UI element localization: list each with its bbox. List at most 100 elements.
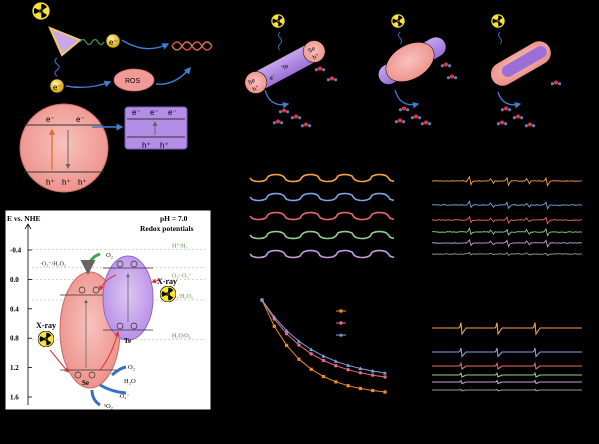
- molecule: [420, 120, 432, 126]
- decay-point: [321, 374, 326, 379]
- decay-point: [309, 352, 313, 356]
- pulse-trace: [432, 388, 582, 392]
- rod-hole-left-label: h⁺: [252, 84, 261, 93]
- arrow-to-ros: [65, 80, 112, 89]
- se-cap-right: [302, 40, 326, 63]
- rod-electron-label: e⁻: [269, 74, 278, 82]
- wave-2: [398, 31, 402, 45]
- decay-point: [260, 298, 264, 302]
- box-h1: h⁺: [142, 141, 151, 150]
- decay-point: [297, 357, 301, 361]
- molecule: [410, 114, 422, 120]
- decay-point: [346, 363, 351, 367]
- h2o-oxidation-arrow: [99, 383, 127, 395]
- wave-3: [498, 31, 502, 45]
- potential-label: H₂O/O₂: [172, 334, 191, 340]
- electron-label-top: e⁻: [109, 38, 118, 47]
- rod-te-label: Te: [281, 63, 290, 72]
- vb-hole-1: h⁺: [46, 178, 55, 187]
- se-cap-left: [244, 71, 268, 94]
- decay-point: [309, 347, 314, 352]
- se-electron-1: [78, 286, 86, 294]
- box-e1: e⁻: [132, 108, 141, 117]
- oh-label: ·O₂⁻: [118, 394, 130, 400]
- decay-point: [334, 363, 338, 368]
- radiation-icon: [160, 286, 176, 302]
- molecule: [500, 106, 512, 112]
- potential-label: ·O₂⁻/H₂O₂: [40, 262, 66, 268]
- rod3-arrow: [497, 91, 522, 109]
- te-hole-1: [116, 322, 124, 330]
- pulse-trace: [432, 322, 582, 336]
- rod-hole-right-label: h⁺: [312, 52, 321, 61]
- radiation-icon: [38, 331, 54, 347]
- band-diagram-panel: E vs. NHE pH = 7.0 Redox potentials -0.4…: [4, 209, 212, 411]
- molecule: [314, 66, 326, 72]
- molecule: [524, 122, 536, 128]
- y-tick-label: 0.8: [10, 335, 19, 343]
- radiation-icon: [391, 14, 405, 28]
- molecule: [446, 74, 458, 80]
- rod2-arrow: [394, 89, 420, 109]
- se-hole-1: [74, 371, 82, 379]
- molecule: [440, 62, 452, 68]
- dna-icon: [171, 41, 213, 51]
- box-e3: e⁻: [168, 108, 177, 117]
- spike-trace: [431, 215, 583, 225]
- decay-point: [383, 371, 387, 375]
- hole-transfer-arrow: [99, 331, 120, 371]
- potential-label: O₂/·O₂⁻: [172, 273, 192, 279]
- decay-point: [383, 375, 387, 379]
- xray-left-label: X-ray: [36, 321, 56, 330]
- nanorod-panel-3: [490, 14, 562, 128]
- mechanism-panel: e⁻ e⁻ ROS e⁻ e⁻ h⁺ h⁺ h⁺ e⁻ e⁻ e⁻ h⁺: [19, 2, 213, 193]
- y-tick-label: 1.2: [10, 364, 19, 372]
- h2o-label: H₂O: [124, 378, 136, 385]
- pulse-traces: [432, 322, 582, 392]
- decay-point: [272, 324, 276, 328]
- decay-point: [383, 390, 387, 394]
- nanorod-panel-1: Se h⁺ e⁻ Te Se h⁺: [244, 14, 338, 128]
- spike-traces: [431, 175, 583, 257]
- o2-right-label: O₂: [128, 364, 135, 371]
- wave-trace: [249, 249, 395, 259]
- box-h2: h⁺: [160, 141, 169, 150]
- singlet-arrow: [90, 389, 101, 407]
- decay-point: [285, 343, 289, 347]
- radiation-icon: [32, 2, 50, 20]
- te-electron-1: [116, 260, 124, 268]
- xray-te-arrow: [151, 278, 161, 284]
- decay-series: [261, 299, 386, 393]
- xray-right-label: X-ray: [157, 277, 177, 286]
- electron-transfer-arrow: [99, 274, 117, 291]
- te-electron-2: [130, 260, 138, 268]
- wave-traces: [249, 173, 395, 259]
- y-tick-label: 1.6: [10, 394, 19, 402]
- electron-sphere: [105, 33, 121, 49]
- radiation-icon: [271, 14, 285, 28]
- decay-point: [358, 386, 362, 391]
- pulse-trace: [432, 347, 582, 358]
- rod-se-right-label: Se: [307, 46, 317, 55]
- vb-hole-2: h⁺: [62, 178, 71, 187]
- decay-point: [284, 328, 289, 333]
- potential-label: H⁺/H₂: [172, 242, 188, 249]
- electron-sphere-left: [49, 78, 65, 94]
- xray-wave-down: [54, 57, 60, 77]
- cb-electron-1: e⁻: [46, 115, 55, 124]
- spike-trace: [431, 200, 583, 210]
- se-hole-2: [88, 371, 96, 379]
- xray-wave-icon: [79, 38, 105, 46]
- wave-trace: [249, 173, 395, 183]
- legend-marker: [339, 309, 343, 313]
- molecule: [550, 80, 562, 86]
- spike-trace: [431, 251, 583, 257]
- semiconductor-particle: [19, 103, 109, 193]
- electron-label-left: e⁻: [53, 83, 62, 92]
- molecule: [326, 76, 338, 82]
- energy-box: [124, 106, 188, 150]
- wave-trace: [249, 192, 395, 202]
- spike-trace: [431, 175, 583, 187]
- arrow-to-dna: [121, 39, 170, 50]
